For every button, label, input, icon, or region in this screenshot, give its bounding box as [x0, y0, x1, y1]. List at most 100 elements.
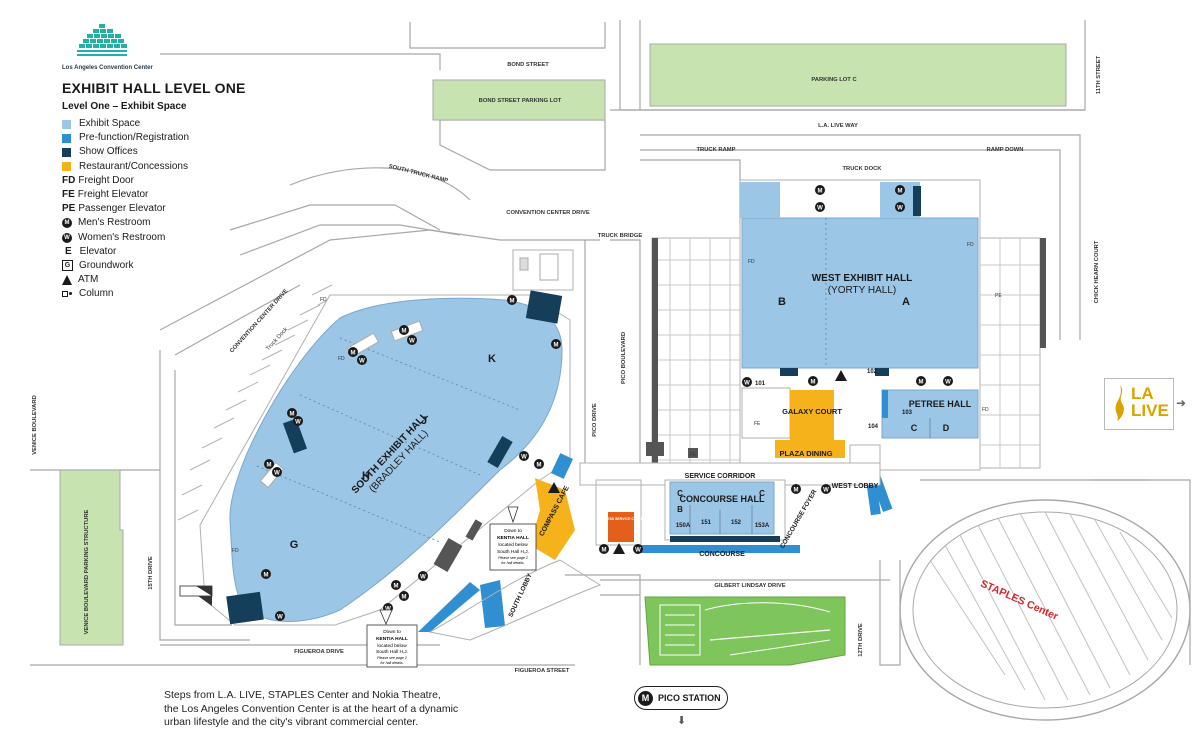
svg-text:M: M: [402, 329, 407, 335]
kentia-note-1-line: Down to: [504, 528, 522, 534]
women-restroom-icon: W: [815, 202, 825, 212]
legend-item-restaurant: Restaurant/Concessions: [62, 160, 302, 174]
legend-label: Exhibit Space: [79, 118, 141, 129]
men-restroom-icon: M: [62, 218, 72, 229]
legend-item-show-offices: Show Offices: [62, 145, 302, 159]
lot-c-label: PARKING LOT C: [811, 77, 857, 83]
svg-text:W: W: [277, 615, 283, 621]
street-label-truck-dock: TRUCK DOCK: [843, 166, 883, 172]
room-150a: 150A: [676, 523, 691, 529]
men-restroom-icon: M: [507, 295, 517, 305]
parking-lot-c: [649, 43, 1067, 107]
kentia-note-1: Down to KENTIA HALL located below South …: [489, 506, 537, 571]
kentia-note-2-line: located below: [377, 643, 407, 649]
room-153a: 153A: [755, 523, 770, 529]
kentia-note-2-line: Down to: [383, 629, 401, 635]
svg-text:M: M: [898, 189, 903, 195]
women-restroom-icon: W: [821, 484, 831, 494]
concourse-hall-area: [669, 481, 775, 535]
room-104: 104: [868, 424, 879, 430]
men-restroom-icon: M: [791, 484, 801, 494]
women-restroom-icon: W: [62, 232, 72, 243]
room-number-labels: 101 102 103 104 150A 151 152 153A: [676, 369, 913, 529]
men-restroom-icon: M: [399, 591, 409, 601]
svg-text:FD: FD: [748, 259, 755, 265]
svg-text:W: W: [635, 548, 641, 554]
hall-letter-c-petree: C: [911, 423, 918, 433]
svg-text:W: W: [420, 575, 426, 581]
restroom-markers: M W M W W M M W M W M M M W M W M W M W …: [261, 185, 953, 621]
men-restroom-icon: M: [399, 325, 409, 335]
men-restroom-icon: M: [599, 544, 609, 554]
svg-text:W: W: [823, 488, 829, 494]
legend-item-atm: ATM: [62, 273, 302, 287]
groundwork-icon: G: [62, 260, 73, 272]
room-102: 102: [867, 369, 878, 375]
men-restroom-icon: M: [916, 376, 926, 386]
concourse-label: CONCOURSE: [699, 551, 745, 558]
south-exhibit-hall-area: [229, 297, 563, 622]
compass-cafe-area: [530, 478, 575, 560]
petree-hall-label: PETREE HALL: [909, 399, 972, 409]
svg-text:W: W: [274, 471, 280, 477]
exhibit-swatch-icon: [62, 119, 71, 129]
footer-line: urban lifestyle and the city's vibrant c…: [164, 716, 419, 728]
column-icon: [62, 290, 74, 298]
men-restroom-icon: M: [551, 339, 561, 349]
freight-elevator-code: FE: [62, 188, 75, 200]
lot-labels: BOND STREET PARKING LOT PARKING LOT C VE…: [84, 77, 857, 634]
venice-parking-structure: [59, 469, 124, 646]
hall-letter-k: K: [488, 353, 496, 365]
svg-text:M: M: [402, 595, 407, 601]
concourse-hall-complex: [595, 479, 800, 553]
metro-icon: M: [638, 690, 653, 706]
men-restroom-icon: M: [261, 569, 271, 579]
women-restroom-icon: W: [519, 451, 529, 461]
street-label-bond: BOND STREET: [507, 62, 549, 68]
svg-text:M: M: [267, 463, 272, 469]
lacc-logo-icon: [77, 24, 127, 56]
men-restroom-icon: M: [287, 408, 297, 418]
svg-text:M: M: [290, 412, 295, 418]
restaurant-swatch-icon: [62, 162, 71, 172]
legend-label: Restaurant/Concessions: [79, 160, 188, 172]
women-restroom-icon: W: [633, 544, 643, 554]
street-label-pico-drive: PICO DRIVE: [592, 403, 598, 437]
prefunction-swatch-icon: [62, 133, 71, 143]
street-label-figueroa-drive: FIGUEROA DRIVE: [294, 649, 344, 655]
kentia-note-1-line: South Hall H,J.: [497, 549, 529, 555]
svg-text:W: W: [897, 206, 903, 212]
street-label-venice: VENICE BOULEVARD: [32, 395, 38, 454]
legend-panel: EXHIBIT HALL LEVEL ONE Level One – Exhib…: [62, 80, 302, 301]
footer-line: Steps from L.A. LIVE, STAPLES Center and…: [164, 689, 441, 701]
svg-text:W: W: [817, 206, 823, 212]
kentia-note-2-line: for hall details.: [380, 661, 403, 665]
men-restroom-icon: M: [895, 185, 905, 195]
svg-text:M: M: [818, 189, 823, 195]
pico-park: [644, 596, 846, 666]
svg-text:M: M: [510, 299, 515, 305]
legend-item-exhibit-space: Exhibit Space: [62, 117, 302, 131]
women-restroom-icon: W: [293, 416, 303, 426]
svg-text:M: M: [602, 548, 607, 554]
men-restroom-icon: M: [264, 459, 274, 469]
elevator-code: E: [65, 245, 72, 257]
hall-letter-d-petree: D: [943, 423, 950, 433]
room-103: 103: [902, 410, 913, 416]
pico-station-label: PICO STATION: [658, 693, 721, 703]
la-live-logo: LA LIVE: [1104, 378, 1174, 430]
atm-icon: [62, 275, 72, 286]
svg-text:FD: FD: [338, 356, 345, 362]
hall-letter-c-concourse-left: C: [677, 489, 683, 498]
lacc-logo: Los Angeles Convention Center: [62, 24, 153, 71]
women-restroom-icon: W: [943, 376, 953, 386]
west-hall-complex: [651, 179, 1046, 516]
lacc-logo-text: Los Angeles Convention Center: [62, 65, 153, 71]
women-restroom-icon: W: [357, 355, 367, 365]
svg-text:M: M: [394, 584, 399, 590]
kentia-note-2-line: South Hall H,J.: [376, 649, 408, 655]
